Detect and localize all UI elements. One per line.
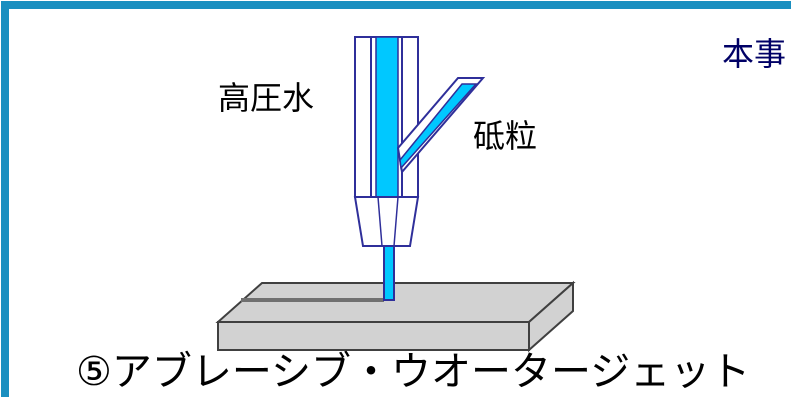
water-channel	[375, 36, 399, 198]
workpiece-side-face	[528, 280, 574, 353]
label-abrasive: 砥粒	[473, 117, 538, 155]
nozzle-tip-center-left	[377, 196, 383, 247]
abrasive-tube-channel	[399, 83, 478, 170]
workpiece-block	[215, 280, 576, 353]
abrasive-feed-tube	[396, 77, 486, 175]
label-high-pressure-water: 高圧水	[218, 79, 315, 117]
nozzle-tip	[353, 196, 420, 247]
nozzle-assembly	[353, 36, 420, 247]
diagram-caption: ⑤アブレーシブ・ウオータージェット	[76, 349, 751, 395]
nozzle-tip-center-right	[393, 196, 399, 247]
workpiece-top-face	[215, 282, 576, 323]
slide-heading: 本事	[722, 35, 787, 73]
workpiece-front-face	[217, 321, 530, 351]
